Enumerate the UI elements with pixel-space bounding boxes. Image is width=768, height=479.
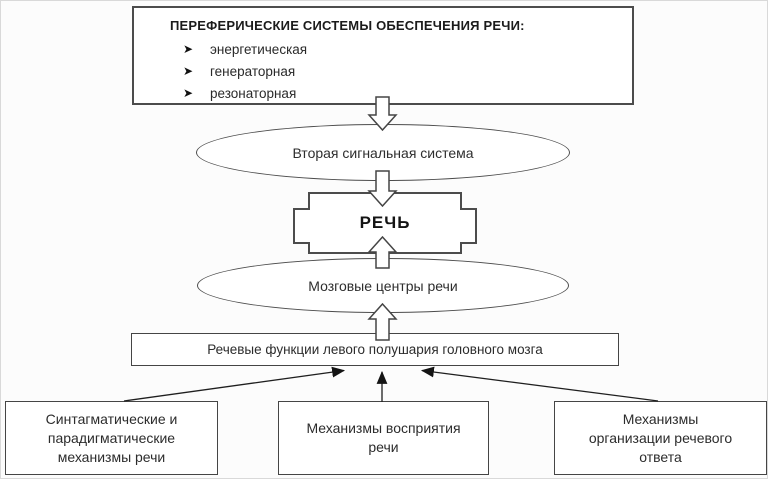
box-label-line: механизмы речи	[57, 448, 166, 465]
speech-response-organization-box: Механизмы организации речевого ответа	[554, 401, 767, 475]
list-item: ➤ резонаторная	[183, 82, 624, 104]
brain-speech-centers-label: Мозговые центры речи	[308, 277, 458, 294]
peripheral-systems-title: ПЕРЕФЕРИЧЕСКИЕ СИСТЕМЫ ОБЕСПЕЧЕНИЯ РЕЧИ:	[170, 18, 525, 33]
second-signal-system-ellipse: Вторая сигнальная система	[196, 124, 570, 181]
arrow-bullet-icon: ➤	[183, 42, 194, 56]
list-item-label: резонаторная	[210, 85, 297, 101]
arrow-bullet-icon: ➤	[183, 86, 194, 100]
arrow-from-response-box	[420, 366, 659, 402]
left-hemisphere-functions-label: Речевые функции левого полушария головно…	[207, 342, 543, 357]
peripheral-systems-list: ➤ энергетическая ➤ генераторная ➤ резона…	[170, 38, 624, 104]
brain-speech-centers-ellipse: Мозговые центры речи	[197, 258, 569, 313]
left-hemisphere-functions-box: Речевые функции левого полушария головно…	[131, 333, 619, 366]
list-item: ➤ генераторная	[183, 60, 624, 82]
speech-block-label: РЕЧЬ	[359, 213, 411, 232]
list-item-label: генераторная	[210, 63, 296, 79]
box-label-line: Механизмы	[622, 410, 699, 427]
box-label-line: ответа	[639, 448, 682, 465]
box-label-line: парадигматические	[47, 429, 176, 446]
list-item: ➤ энергетическая	[183, 38, 624, 60]
box-label-line: Механизмы восприятия	[306, 420, 461, 436]
arrow-bullet-icon: ➤	[183, 64, 194, 78]
second-signal-system-label: Вторая сигнальная система	[292, 144, 474, 161]
speech-perception-box: Механизмы восприятия речи	[278, 401, 489, 475]
arrow-from-syntagmatic-box	[123, 366, 346, 402]
box-label-line: речи	[368, 439, 399, 455]
speech-block-label-wrap: РЕЧЬ	[294, 193, 476, 253]
syntagmatic-mechanisms-box: Синтагматические и парадигматические мех…	[5, 401, 218, 475]
list-item-label: энергетическая	[210, 41, 308, 57]
box-label-line: организации речевого	[588, 429, 733, 446]
box-label-line: Синтагматические и	[45, 410, 178, 427]
peripheral-systems-box: ПЕРЕФЕРИЧЕСКИЕ СИСТЕМЫ ОБЕСПЕЧЕНИЯ РЕЧИ:…	[132, 6, 634, 105]
